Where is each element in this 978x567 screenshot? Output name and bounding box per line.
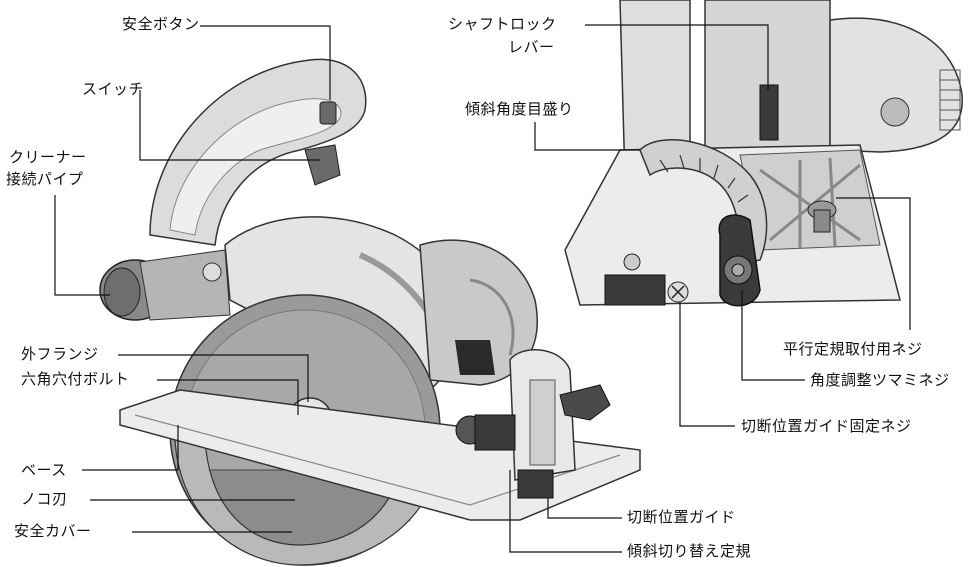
label-cleaner-pipe-line1: クリーナー [9, 148, 87, 166]
label-outer-flange: 外フランジ [21, 345, 99, 363]
leader-cut-guide [547, 498, 622, 519]
label-bevel-switch-guide: 傾斜切り替え定規 [627, 542, 752, 560]
label-safety-cover: 安全カバー [14, 522, 92, 540]
leader-angle-knob [741, 290, 805, 381]
leader-switch [139, 90, 320, 161]
label-bevel-scale: 傾斜角度目盛り [465, 100, 574, 118]
label-base: ベース [21, 461, 67, 479]
cut-guide-part [517, 469, 554, 499]
label-guide-fix-screw: 切断位置ガイド固定ネジ [741, 417, 912, 435]
switch-trigger [304, 144, 341, 186]
label-switch: スイッチ [82, 80, 145, 98]
label-cleaner-pipe-line2: 接続パイプ [6, 170, 84, 188]
shaft-lock-lever-part [759, 84, 779, 141]
label-angle-knob: 角度調整ツマミネジ [810, 371, 950, 389]
bevel-scale-part [639, 139, 768, 266]
leader-outer-flange [118, 354, 309, 402]
leader-lines [54, 24, 911, 553]
label-safety-button: 安全ボタン [122, 15, 200, 33]
leader-guide-fix [679, 302, 735, 427]
label-hex-bolt: 六角穴付ボルト [21, 370, 130, 388]
leader-bevel-switch [509, 470, 622, 553]
left-saw [99, 58, 641, 566]
label-shaft-lock-line2: レバー [508, 38, 555, 56]
leader-base [82, 425, 179, 471]
leader-bevel-scale [534, 122, 640, 151]
leader-parallel-guide [836, 197, 911, 330]
label-cut-guide: 切断位置ガイド [627, 508, 736, 526]
leader-cleaner-pipe [54, 195, 110, 296]
leader-safety-button [200, 25, 331, 100]
right-saw [564, 0, 963, 307]
leader-hex-bolt [157, 379, 299, 415]
safety-button-part [319, 101, 337, 125]
leader-shaft-lock [585, 24, 769, 90]
label-shaft-lock-line1: シャフトロック [448, 15, 557, 33]
label-parallel-guide-screw: 平行定規取付用ネジ [783, 340, 923, 358]
label-saw-blade: ノコ刃 [21, 490, 68, 508]
